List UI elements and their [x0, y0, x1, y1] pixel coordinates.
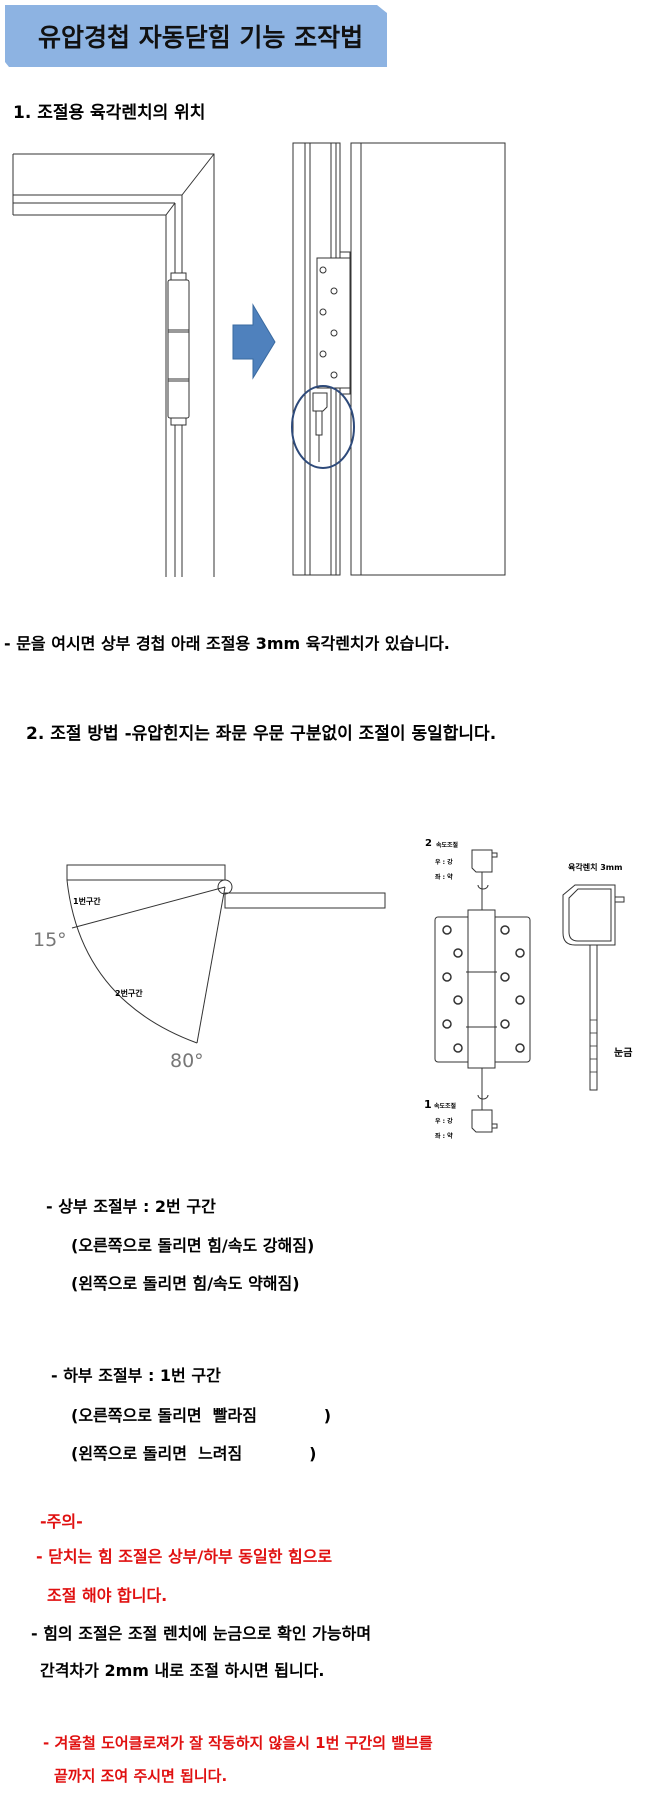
hinge-diagram	[434, 849, 531, 1133]
section2-heading: 2. 조절 방법 -유압힌지는 좌문 우문 구분없이 조절이 동일합니다.	[26, 724, 497, 744]
highlight-circle	[291, 385, 355, 469]
top-adjust-label: 속도조절	[436, 842, 459, 849]
wrench-location-note: - 문을 여시면 상부 경첩 아래 조절용 3mm 육각렌치가 있습니다.	[4, 634, 450, 653]
page-title: 유압경첩 자동닫힘 기능 조작법	[38, 23, 364, 52]
zone2-label: 2번구간	[115, 989, 143, 998]
scale-label: 눈금	[614, 1048, 633, 1059]
angle-80-label: 80°	[170, 1050, 204, 1072]
bottom-right-strong: 우 : 강	[435, 1118, 453, 1125]
caution-line3: - 힘의 조절은 조절 렌치에 눈금으로 확인 가능하며	[31, 1624, 372, 1643]
caution-line1: - 닫치는 힘 조절은 상부/하부 동일한 힘으로	[36, 1547, 333, 1566]
caution-heading: -주의-	[40, 1512, 83, 1531]
top-right-strong: 우 : 강	[435, 859, 453, 866]
bottom-adjust-number: 1	[424, 1098, 432, 1111]
zone1-label: 1번구간	[73, 897, 101, 906]
lower-adjust-label: - 하부 조절부 : 1번 구간	[51, 1366, 221, 1385]
caution-line6: 끝까지 조여 주시면 됩니다.	[54, 1767, 228, 1785]
bottom-adjust-label: 속도조절	[434, 1103, 457, 1110]
upper-adjust-label: - 상부 조절부 : 2번 구간	[46, 1197, 216, 1216]
wrench-label: 육각렌치 3mm	[568, 863, 623, 872]
arrow-right-icon	[232, 303, 276, 380]
lower-adjust-right: (오른쪽으로 돌리면 빨라짐 )	[71, 1406, 332, 1425]
top-left-weak: 좌 : 약	[435, 874, 453, 881]
top-adjust-number: 2	[425, 838, 432, 849]
opened-door-drawing	[291, 142, 506, 576]
bottom-left-weak: 좌 : 약	[435, 1133, 453, 1140]
upper-adjust-left: (왼쪽으로 돌리면 힘/속도 약해짐)	[71, 1274, 300, 1293]
lower-adjust-left: (왼쪽으로 돌리면 느려짐 )	[71, 1444, 317, 1463]
title-banner	[5, 5, 387, 67]
caution-line5: - 겨울철 도어클로져가 잘 작동하지 않을시 1번 구간의 밸브를	[43, 1734, 433, 1752]
caution-line2: 조절 해야 합니다.	[47, 1586, 168, 1605]
angle-15-label: 15°	[33, 929, 67, 951]
hex-wrench-diagram	[562, 884, 625, 1091]
door-frame-drawing	[12, 153, 215, 577]
section1-heading: 1. 조절용 육각렌치의 위치	[13, 103, 206, 123]
upper-adjust-right: (오른쪽으로 돌리면 힘/속도 강해짐)	[71, 1236, 315, 1255]
door-swing-diagram	[66, 864, 386, 1044]
caution-line4: 간격차가 2mm 내로 조절 하시면 됩니다.	[40, 1661, 325, 1680]
